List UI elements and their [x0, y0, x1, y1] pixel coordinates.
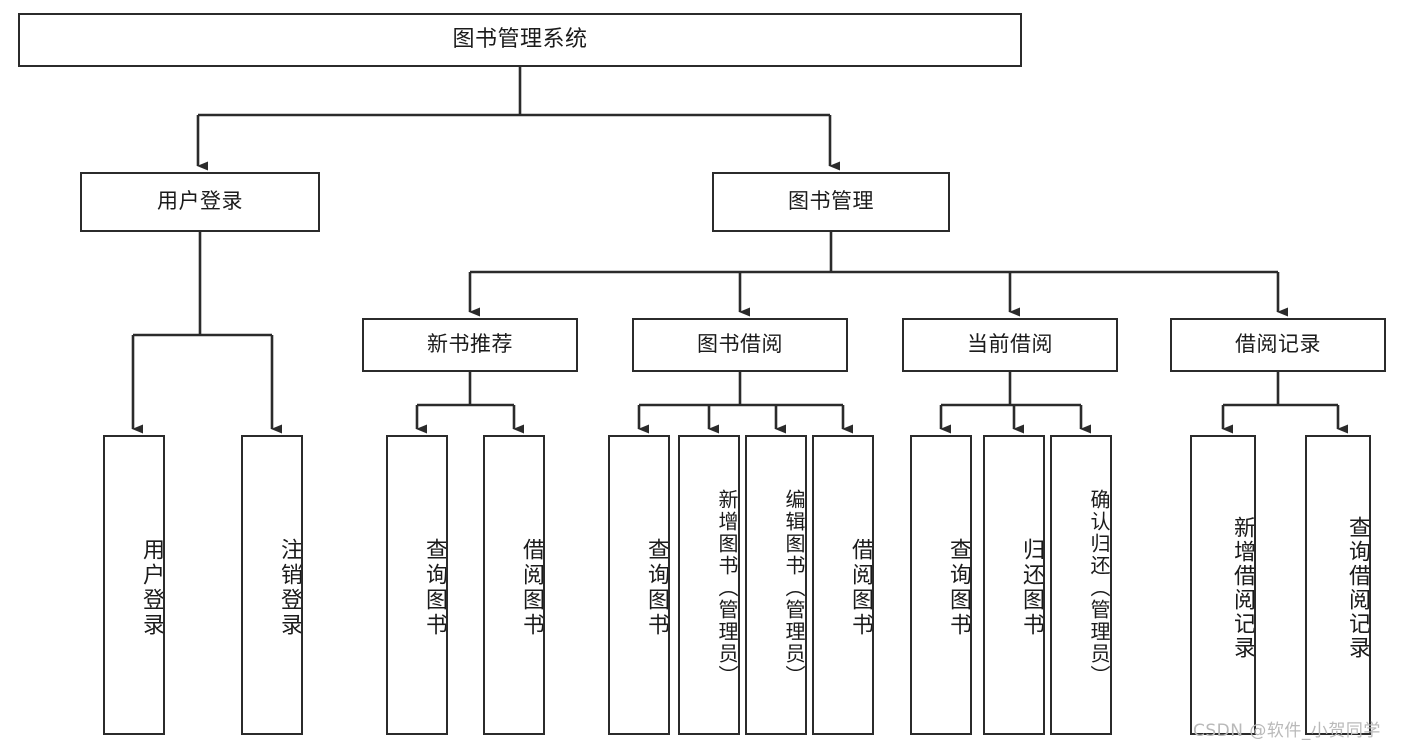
node-book-borrow[interactable]: 图书借阅 [632, 318, 848, 372]
leaf-node[interactable]: 借阅图书 [483, 435, 545, 735]
leaf-node-label: 借阅图书 [519, 538, 544, 638]
leaf-node[interactable]: 查询图书 [608, 435, 670, 735]
leaf-node[interactable]: 用户登录 [103, 435, 165, 735]
leaf-node[interactable]: 查询图书 [386, 435, 448, 735]
node-current-borrow[interactable]: 当前借阅 [902, 318, 1118, 372]
leaf-node-label: 查询借阅记录 [1345, 516, 1370, 660]
leaf-node[interactable]: 归还图书 [983, 435, 1045, 735]
leaf-node-label: 注销登录 [277, 538, 302, 638]
csdn-watermark: CSDN @软件_小贺同学 [1193, 721, 1381, 741]
leaf-node[interactable]: 查询借阅记录 [1305, 435, 1371, 735]
leaf-node[interactable]: 新增图书（管理员） [678, 435, 740, 735]
leaf-node-label: 查询图书 [946, 538, 971, 638]
leaf-node[interactable]: 确认归还（管理员） [1050, 435, 1112, 735]
leaf-node-label: 查询图书 [644, 538, 669, 638]
node-root-system[interactable]: 图书管理系统 [18, 13, 1022, 67]
leaf-node-label: 归还图书 [1019, 538, 1044, 638]
leaf-node-label: 新增图书（管理员） [715, 489, 739, 687]
node-book-management[interactable]: 图书管理 [712, 172, 950, 232]
leaf-node-label: 用户登录 [139, 538, 164, 638]
leaf-node[interactable]: 新增借阅记录 [1190, 435, 1256, 735]
node-borrow-records[interactable]: 借阅记录 [1170, 318, 1386, 372]
node-new-book-recommend[interactable]: 新书推荐 [362, 318, 578, 372]
leaf-node[interactable]: 编辑图书（管理员） [745, 435, 807, 735]
leaf-node-label: 新增借阅记录 [1230, 516, 1255, 660]
leaf-node-label: 编辑图书（管理员） [782, 489, 806, 687]
leaf-node-label: 借阅图书 [848, 538, 873, 638]
leaf-node-label: 确认归还（管理员） [1087, 489, 1111, 687]
leaf-node[interactable]: 借阅图书 [812, 435, 874, 735]
node-user-login[interactable]: 用户登录 [80, 172, 320, 232]
leaf-node[interactable]: 查询图书 [910, 435, 972, 735]
leaf-node[interactable]: 注销登录 [241, 435, 303, 735]
leaf-node-label: 查询图书 [422, 538, 447, 638]
